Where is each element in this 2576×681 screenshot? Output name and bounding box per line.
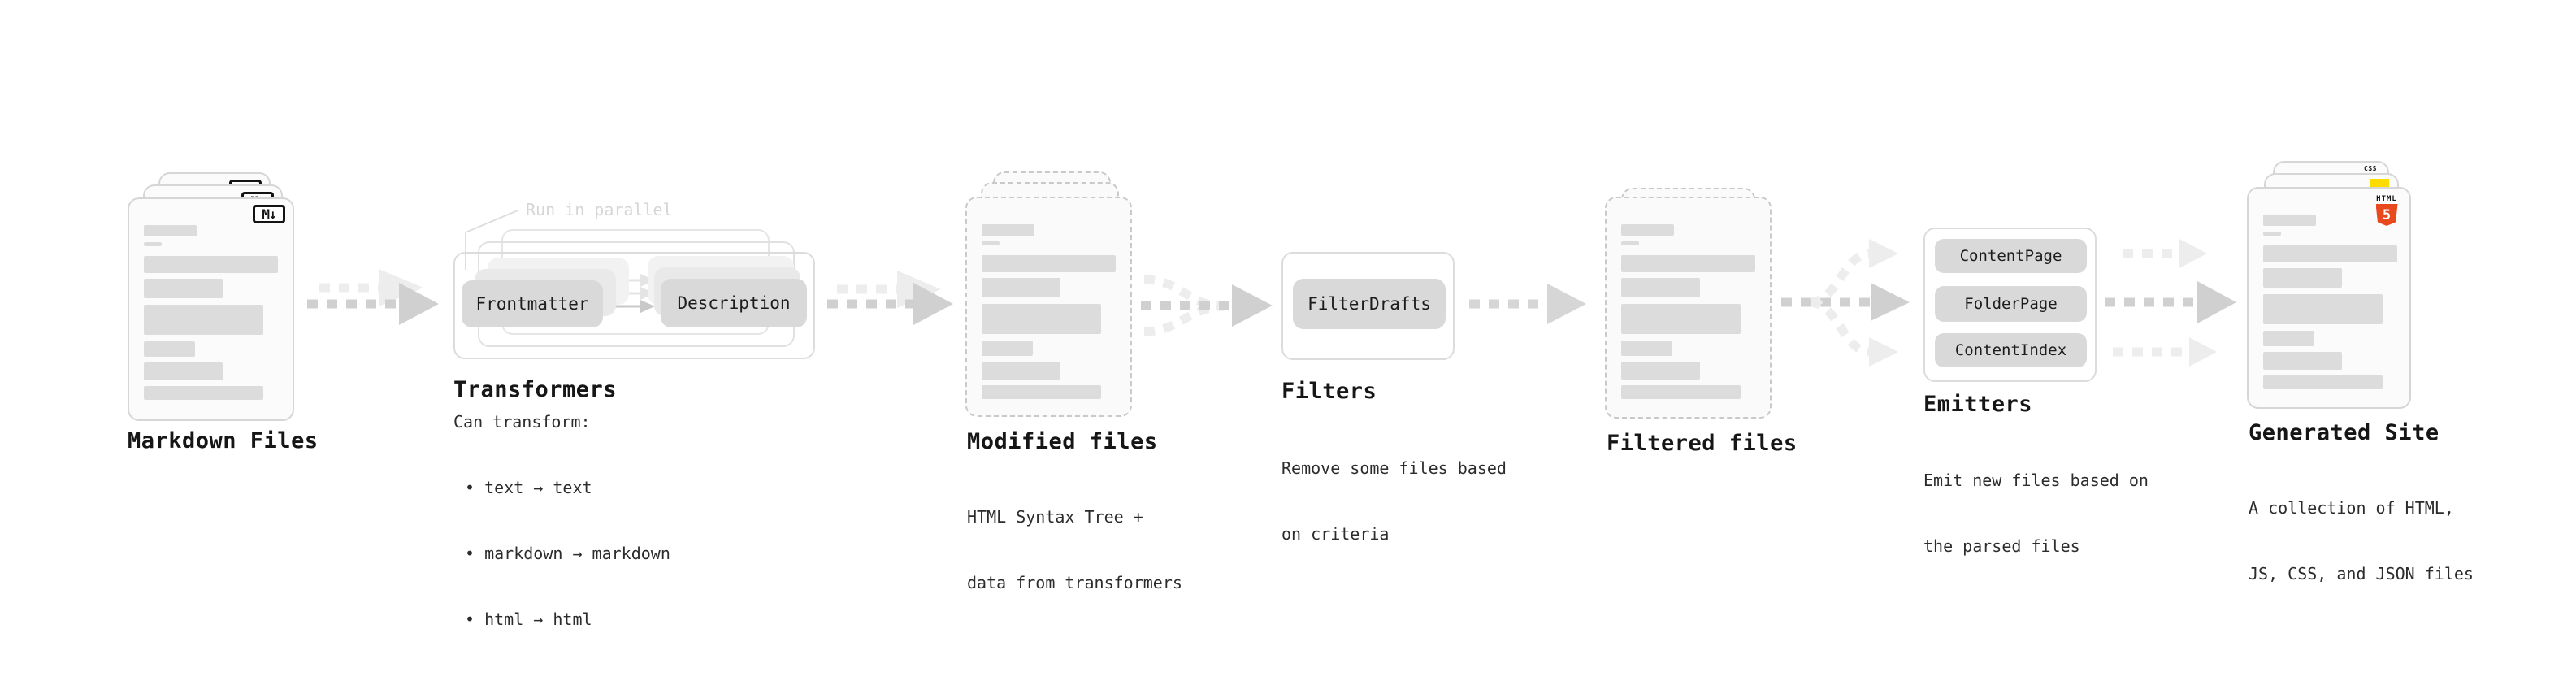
subtitle-line: on criteria	[1281, 524, 1390, 544]
content-bar	[982, 362, 1060, 380]
arrow-filtered-to-emitters	[1781, 239, 1910, 367]
arrow-transformers-to-modified	[827, 271, 953, 325]
content-bar	[144, 341, 195, 357]
html5-icon: HTML 5	[2374, 195, 2400, 226]
content-bar	[1621, 255, 1755, 272]
bullet-item: • html → html	[465, 609, 592, 629]
arrow-markdown-to-transformers	[307, 269, 439, 325]
content-bar	[982, 255, 1116, 272]
content-bar	[1621, 241, 1639, 245]
description-pill: Description	[661, 279, 807, 327]
content-bar	[1621, 340, 1672, 356]
content-bar	[982, 385, 1101, 399]
content-bar	[1621, 362, 1700, 380]
content-bar	[1621, 385, 1741, 399]
transformers-heading: Can transform:	[453, 412, 591, 432]
subtitle-line: the parsed files	[1923, 536, 2080, 556]
modified-files-subtitle: HTML Syntax Tree + data from transformer…	[967, 462, 1182, 638]
filtered-file-card	[1605, 197, 1772, 419]
content-bar	[144, 362, 223, 380]
content-bar	[1621, 224, 1674, 236]
content-bar	[144, 305, 263, 335]
content-bar	[982, 304, 1101, 334]
filtered-files-title: Filtered files	[1607, 431, 1798, 456]
content-bar	[2263, 268, 2342, 288]
generated-site-subtitle: A collection of HTML, JS, CSS, and JSON …	[2249, 453, 2474, 629]
content-bar	[144, 242, 162, 246]
arrow-filters-to-filtered	[1469, 284, 1586, 324]
filters-subtitle: Remove some files based on criteria	[1281, 414, 1507, 589]
content-bar	[1621, 278, 1700, 297]
content-bar	[144, 386, 263, 400]
modified-files-title: Modified files	[967, 429, 1158, 454]
transformers-title: Transformers	[453, 377, 618, 402]
subtitle-line: data from transformers	[967, 573, 1182, 592]
content-bar	[2263, 352, 2342, 370]
emitters-title: Emitters	[1923, 392, 2033, 417]
markdown-icon: M↓	[253, 205, 285, 223]
content-bar	[144, 225, 197, 236]
contentpage-pill: ContentPage	[1935, 239, 2087, 273]
markdown-files-title: Markdown Files	[128, 428, 319, 453]
transformers-bullets: • text → text • markdown → markdown • ht…	[465, 433, 670, 674]
bullet-item: • markdown → markdown	[465, 544, 670, 563]
subtitle-line: JS, CSS, and JSON files	[2249, 564, 2474, 583]
arrow-modified-to-filters	[1141, 275, 1273, 336]
subtitle-line: Emit new files based on	[1923, 471, 2149, 490]
subtitle-line: A collection of HTML,	[2249, 498, 2454, 518]
content-bar	[2263, 232, 2281, 236]
frontmatter-pill: Frontmatter	[462, 280, 603, 327]
filters-box: FilterDrafts	[1281, 252, 1455, 360]
folderpage-pill: FolderPage	[1935, 286, 2087, 322]
content-bar	[2263, 294, 2383, 324]
content-bar	[2263, 375, 2383, 389]
content-bar	[982, 278, 1060, 297]
content-bar	[2263, 245, 2397, 262]
content-bar	[144, 279, 223, 298]
contentindex-pill: ContentIndex	[1935, 333, 2087, 367]
transformer-box-front	[453, 252, 815, 359]
content-bar	[144, 256, 278, 273]
filterdrafts-pill: FilterDrafts	[1293, 279, 1446, 329]
markdown-file-card: M↓	[128, 197, 294, 421]
subtitle-line: Remove some files based	[1281, 458, 1507, 478]
emitters-box: ContentPage FolderPage ContentIndex	[1923, 228, 2097, 382]
arrow-emitters-to-generated	[2105, 239, 2236, 367]
modified-file-card	[965, 197, 1132, 417]
run-in-parallel-annotation: Run in parallel	[526, 200, 673, 219]
content-bar	[1621, 304, 1741, 334]
generated-file-card-html: HTML 5	[2247, 187, 2411, 409]
content-bar	[2263, 331, 2314, 346]
content-bar	[982, 224, 1034, 236]
bullet-item: • text → text	[465, 478, 592, 497]
generated-site-title: Generated Site	[2249, 420, 2439, 445]
annotation-leader-line	[465, 210, 518, 270]
content-bar	[2263, 215, 2316, 226]
content-bar	[982, 340, 1033, 356]
emitters-subtitle: Emit new files based on the parsed files	[1923, 426, 2149, 601]
content-bar	[982, 241, 1000, 245]
subtitle-line: HTML Syntax Tree +	[967, 507, 1143, 527]
filters-title: Filters	[1281, 379, 1377, 404]
